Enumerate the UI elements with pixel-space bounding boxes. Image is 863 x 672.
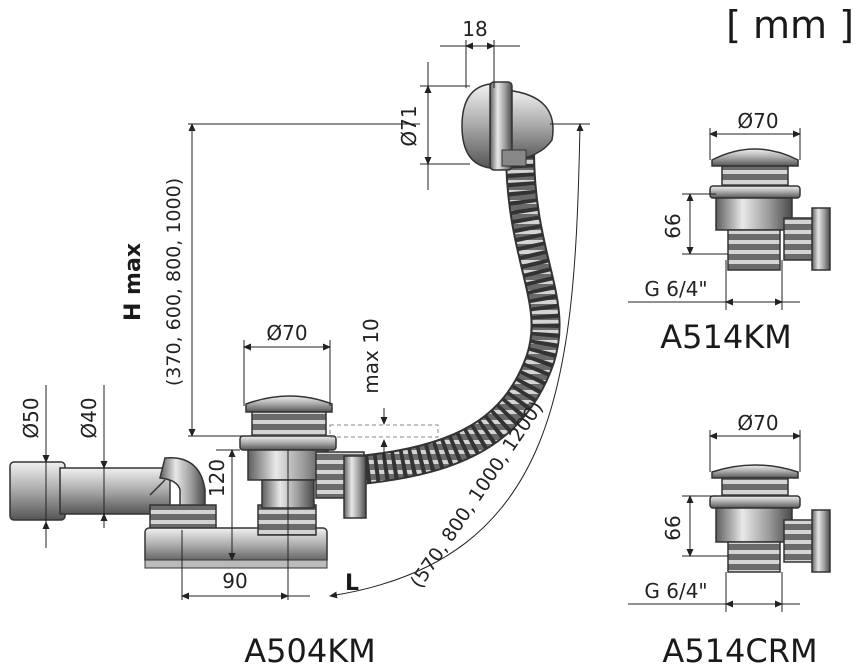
h-max-values: (370, 600, 800, 1000) (163, 178, 185, 386)
overflow-diameter-label: Ø71 (397, 105, 421, 146)
overflow-head (461, 81, 554, 171)
a514crm-thread-label: G 6/4" (644, 579, 707, 603)
offset-90-label: 90 (222, 569, 247, 593)
max-10-label: max 10 (359, 318, 383, 393)
overflow-width-label: 18 (462, 17, 487, 41)
outlet-d50-label: Ø50 (19, 397, 43, 438)
trap-body (144, 504, 328, 569)
waste-diameter-label: Ø70 (266, 321, 307, 345)
bath-floor-outline (329, 424, 439, 438)
a514km-drawing: Ø70 66 G 6/4" A514KM (628, 109, 831, 356)
a514km-height-label: 66 (661, 213, 685, 238)
a514km-model-label: A514KM (660, 318, 792, 356)
height-120-label: 120 (205, 459, 229, 497)
a514crm-height-label: 66 (661, 515, 685, 540)
waste-valve (239, 395, 367, 519)
main-assembly: 18 Ø71 Ø70 max 10 120 90 Ø50 Ø40 H max (… (9, 17, 590, 670)
h-max-label: H max (121, 243, 146, 321)
a514crm-diameter-label: Ø70 (737, 411, 778, 435)
a514crm-drawing: Ø70 66 G 6/4" A514CRM (628, 411, 831, 670)
a514km-diameter-label: Ø70 (737, 109, 778, 133)
a514km-thread-label: G 6/4" (644, 277, 707, 301)
a514crm-model-label: A514CRM (662, 632, 817, 670)
a504km-model-label: A504KM (244, 632, 376, 670)
outlet-d40-label: Ø40 (77, 397, 101, 438)
l-label: L (345, 571, 359, 596)
unit-label: [ mm ] (726, 3, 854, 47)
